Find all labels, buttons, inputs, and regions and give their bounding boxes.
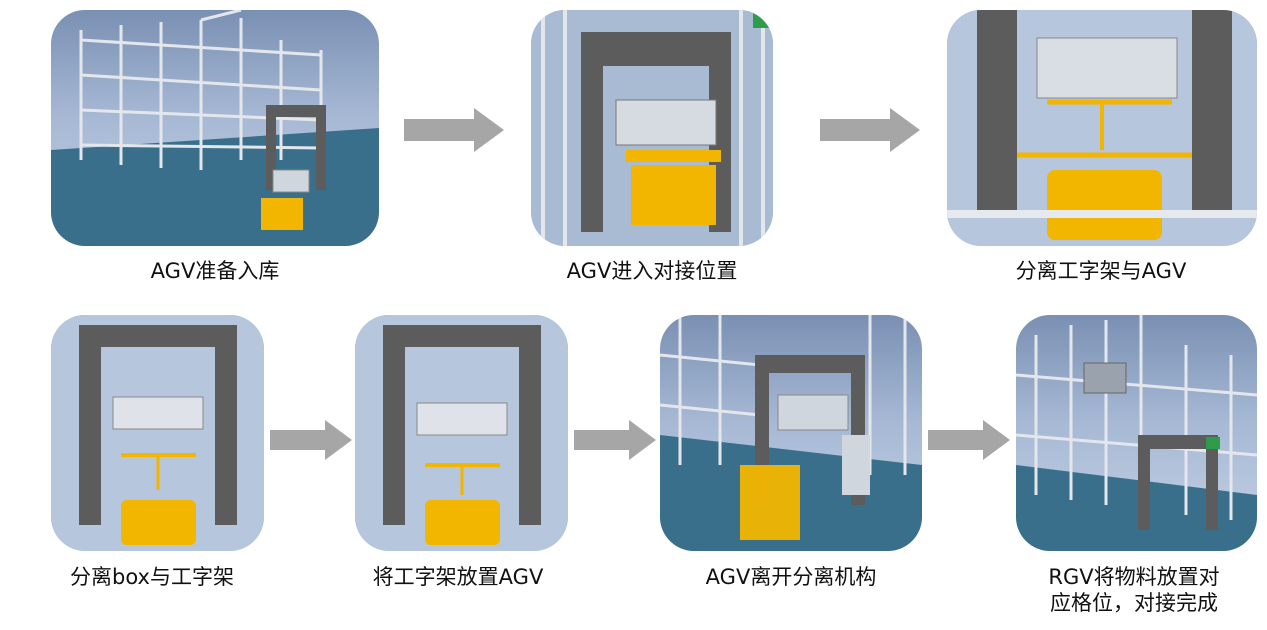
arrow-right-icon [270,420,352,460]
step-6-caption: AGV离开分离机构 [705,565,877,589]
step-7-caption: RGV将物料放置对 应格位，对接完成 [1048,564,1219,616]
arrow-right-icon [820,108,920,152]
agv-leaves-mechanism-illustration [660,315,922,551]
separate-box-from-rack-illustration [51,315,264,551]
step-5-caption: 将工字架放置AGV [372,565,544,589]
step-5-image [355,315,568,551]
step-7-caption-line-2: 应格位，对接完成 [1049,591,1218,615]
step-1-caption: AGV准备入库 [150,259,280,283]
step-4-caption: 分离box与工字架 [70,565,234,589]
agv-docking-illustration [531,10,773,246]
step-2-image [531,10,773,246]
arrow-right-icon [404,108,504,152]
step-7-image [1016,315,1257,551]
warehouse-overview-illustration [51,10,379,246]
rgv-placement-complete-illustration [1016,315,1257,551]
step-1-image [51,10,379,246]
arrow-right-icon [574,420,656,460]
arrow-right-icon [928,420,1010,460]
step-3-caption: 分离工字架与AGV [1015,259,1187,283]
step-3-image [947,10,1257,246]
step-2-caption: AGV进入对接位置 [566,259,738,283]
step-4-image [51,315,264,551]
step-7-caption-line-1: RGV将物料放置对 [1048,565,1220,589]
separate-rack-from-agv-illustration [947,10,1257,246]
step-6-image [660,315,922,551]
place-rack-on-agv-illustration [355,315,568,551]
